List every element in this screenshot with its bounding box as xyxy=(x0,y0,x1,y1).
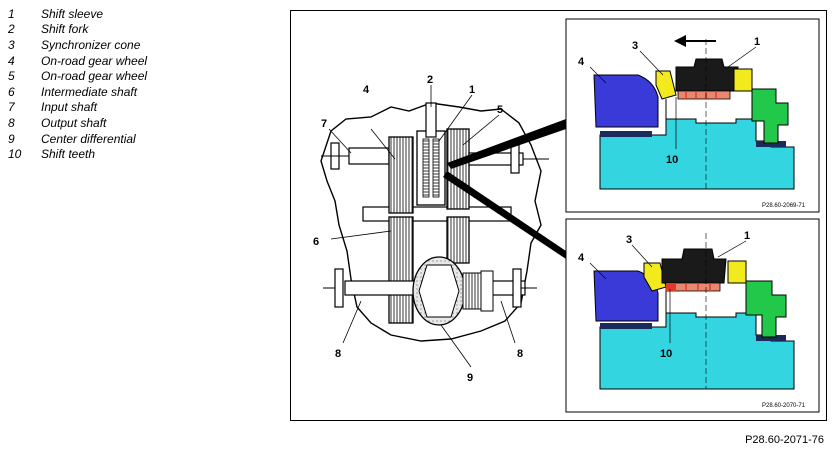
detail-top-callout-4: 4 xyxy=(578,56,585,68)
arrow-left-icon xyxy=(674,35,686,47)
green-gear xyxy=(751,88,789,144)
shift-teeth xyxy=(677,90,731,100)
green-gear xyxy=(745,280,787,338)
callout-9: 9 xyxy=(467,372,473,384)
detail-pointer-top xyxy=(447,119,566,169)
detail-pointer-bottom xyxy=(443,171,566,259)
detail-bottom: 3 1 4 10 P28.60-2070-71 xyxy=(565,218,820,413)
detail-bottom-code: P28.60-2070-71 xyxy=(762,403,806,409)
callout-5: 5 xyxy=(497,104,503,116)
gear-5 xyxy=(446,128,470,210)
detail-bottom-callout-4: 4 xyxy=(578,252,585,264)
gear-5-lower xyxy=(446,216,470,264)
detail-top-callout-10: 10 xyxy=(666,154,678,166)
detail-bottom-callout-3: 3 xyxy=(626,234,632,246)
callout-8-right: 8 xyxy=(517,348,523,360)
detail-top-callout-1: 1 xyxy=(754,36,760,48)
callout-6: 6 xyxy=(313,236,319,248)
detail-bottom-callout-1: 1 xyxy=(744,230,750,242)
synchronizer-cone xyxy=(655,70,677,100)
input-shaft xyxy=(348,147,390,165)
transfer-case-diagram: 4 2 1 5 7 6 8 8 9 xyxy=(313,18,820,413)
synchronizer-cone xyxy=(643,262,667,292)
callout-2: 2 xyxy=(427,74,433,86)
callout-8-left: 8 xyxy=(335,348,341,360)
main-drawing: 4 2 1 5 7 6 8 8 9 xyxy=(313,74,566,384)
gear-4 xyxy=(388,136,414,214)
figure-code: P28.60-2071-76 xyxy=(745,434,824,446)
shift-sleeve-block xyxy=(416,130,446,206)
detail-top-code: P28.60-2069-71 xyxy=(762,203,806,209)
figure-frame: 4 2 1 5 7 6 8 8 9 xyxy=(290,10,827,421)
detail-top-callout-3: 3 xyxy=(632,40,638,52)
detail-top: 3 1 4 10 P28.60-2069-71 xyxy=(565,18,820,213)
shift-fork xyxy=(425,102,437,138)
detail-bottom-callout-10: 10 xyxy=(660,348,672,360)
gear-wheel-blue xyxy=(593,74,659,128)
intermediate-gear xyxy=(388,216,414,324)
intermediate-shaft xyxy=(362,206,512,222)
callout-1: 1 xyxy=(469,84,475,96)
callout-7: 7 xyxy=(321,118,327,130)
callout-4: 4 xyxy=(363,84,370,96)
